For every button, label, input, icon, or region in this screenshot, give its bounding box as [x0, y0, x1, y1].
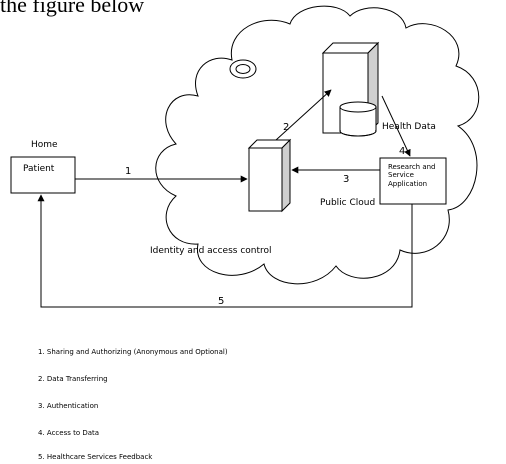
edge-label-3: 3: [343, 174, 350, 185]
legend-item: 5. Healthcare Services Feedback: [38, 453, 153, 461]
edge-label-1: 1: [125, 166, 132, 177]
legend-item: 1. Sharing and Authorizing (Anonymous an…: [38, 348, 228, 356]
research-app-box: [379, 157, 447, 205]
patient-box: [10, 156, 76, 194]
public-cloud-shape: [155, 5, 480, 285]
edge-5: [37, 194, 413, 308]
edge-4: [381, 95, 411, 157]
cloud-ellipse-inner-icon: [235, 64, 251, 74]
research-app-label: Research and Service Application: [388, 163, 436, 188]
identity-access-label: Identity and access control: [150, 246, 272, 256]
legend-item: 3. Authentication: [38, 402, 99, 410]
edge-label-5: 5: [218, 296, 225, 307]
edge-label-4: 4: [399, 146, 406, 157]
patient-label: Patient: [23, 164, 55, 174]
edge-label-2: 2: [283, 122, 290, 133]
health-data-label: Health Data: [382, 122, 436, 132]
legend-item: 2. Data Transferring: [38, 375, 108, 383]
legend-item: 4. Access to Data: [38, 429, 100, 437]
public-cloud-label: Public Cloud: [320, 198, 376, 208]
page-heading: the figure below: [0, 0, 145, 17]
identity-server-icon: [247, 138, 292, 213]
edge-2: [275, 89, 332, 141]
database-cylinder-icon: [339, 101, 377, 137]
home-label: Home: [31, 140, 58, 150]
